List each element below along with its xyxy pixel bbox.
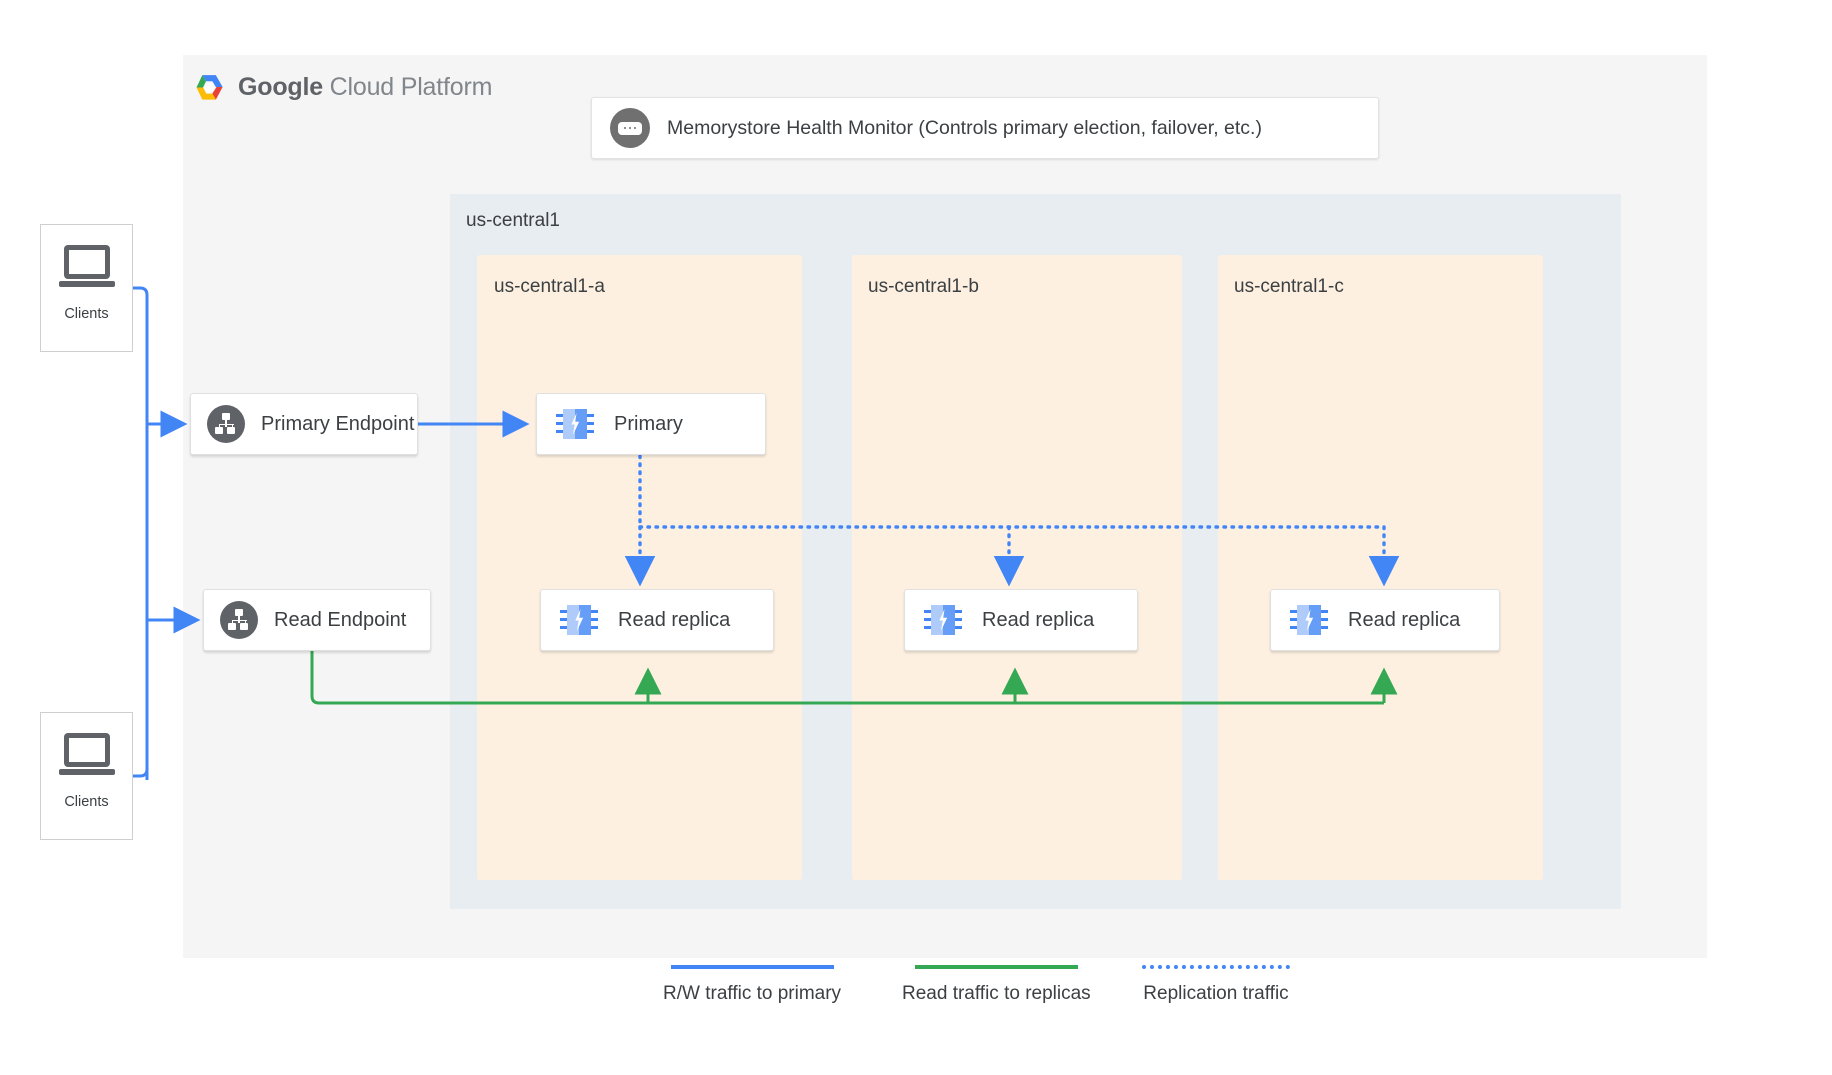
legend-item-read: Read traffic to replicas	[902, 965, 1091, 1005]
legend-label-read: Read traffic to replicas	[902, 983, 1091, 1004]
client-node-top[interactable]: Clients	[40, 224, 133, 352]
memorystore-chip-icon	[924, 601, 962, 639]
zone-label-c: us-central1-c	[1234, 276, 1344, 297]
hierarchy-icon	[207, 405, 245, 443]
gcp-wordmark: Google Cloud Platform	[238, 73, 492, 102]
zone-us-central1-c	[1218, 255, 1543, 880]
read-replica-node-b[interactable]: Read replica	[904, 589, 1138, 651]
read-endpoint-label: Read Endpoint	[274, 608, 407, 631]
zone-label-b: us-central1-b	[868, 276, 979, 297]
legend-swatch-blue	[670, 965, 834, 969]
memorystore-chip-icon	[1290, 601, 1328, 639]
read-replica-label-a: Read replica	[618, 608, 731, 631]
legend: R/W traffic to primary Read traffic to r…	[0, 965, 1832, 1035]
legend-item-replication: Replication traffic	[1142, 965, 1290, 1005]
read-replica-label-c: Read replica	[1348, 608, 1461, 631]
chat-dots-icon	[610, 108, 650, 148]
google-cloud-hexagon-logo-icon	[196, 74, 223, 100]
legend-item-rw: R/W traffic to primary	[663, 965, 841, 1005]
read-replica-node-c[interactable]: Read replica	[1270, 589, 1500, 651]
health-monitor-bar[interactable]: Memorystore Health Monitor (Controls pri…	[591, 97, 1379, 159]
gcp-wordmark-bold: Google	[238, 73, 323, 101]
client-label-bottom: Clients	[64, 794, 109, 810]
hierarchy-icon	[220, 601, 258, 639]
health-monitor-label: Memorystore Health Monitor (Controls pri…	[667, 116, 1262, 139]
laptop-icon	[58, 245, 115, 289]
gcp-wordmark-light: Cloud Platform	[322, 73, 493, 101]
zone-label-a: us-central1-a	[494, 276, 605, 297]
memorystore-chip-icon	[560, 601, 598, 639]
legend-label-rw: R/W traffic to primary	[663, 983, 842, 1004]
legend-swatch-green	[914, 965, 1078, 969]
client-label-top: Clients	[64, 306, 109, 322]
primary-endpoint-node[interactable]: Primary Endpoint	[190, 393, 418, 455]
region-label: us-central1	[466, 210, 560, 231]
primary-node-label: Primary	[614, 412, 683, 435]
memorystore-chip-icon	[556, 405, 594, 443]
gcp-brand: Google Cloud Platform	[196, 73, 492, 102]
client-node-bottom[interactable]: Clients	[40, 712, 133, 840]
read-replica-label-b: Read replica	[982, 608, 1095, 631]
legend-swatch-dotted	[1142, 965, 1290, 969]
read-endpoint-node[interactable]: Read Endpoint	[203, 589, 431, 651]
laptop-icon	[58, 733, 115, 777]
primary-endpoint-label: Primary Endpoint	[261, 412, 415, 435]
zone-us-central1-a	[477, 255, 802, 880]
read-replica-node-a[interactable]: Read replica	[540, 589, 774, 651]
zone-us-central1-b	[852, 255, 1182, 880]
legend-label-replication: Replication traffic	[1143, 983, 1289, 1004]
primary-node[interactable]: Primary	[536, 393, 766, 455]
